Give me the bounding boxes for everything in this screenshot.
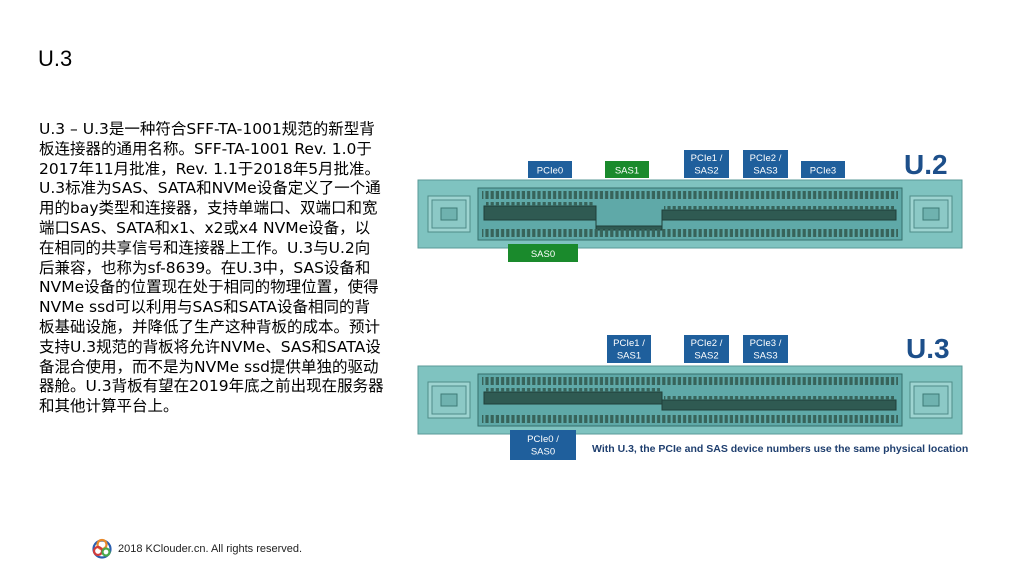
- u2-label-sas1: SAS1: [605, 161, 649, 178]
- svg-text:SAS2: SAS2: [694, 166, 718, 177]
- u3-label-pcie3: PCIe3 / SAS3: [743, 335, 788, 363]
- u2-label-pcie3: PCIe3: [801, 161, 845, 178]
- u3-connector: U.3 PCIe1 / SAS1 PCIe2 / SAS2 PCIe3 / SA…: [417, 333, 968, 460]
- svg-text:SAS1: SAS1: [615, 166, 639, 177]
- svg-text:PCIe2 /: PCIe2 /: [691, 338, 723, 349]
- svg-text:SAS0: SAS0: [531, 249, 555, 260]
- copyright-text: 2018 KClouder.cn. All rights reserved.: [118, 543, 303, 555]
- svg-text:PCIe2 /: PCIe2 /: [750, 153, 782, 164]
- slide-title: U.3: [38, 46, 73, 71]
- svg-text:PCIe0 /: PCIe0 /: [527, 434, 559, 445]
- svg-text:SAS0: SAS0: [531, 447, 555, 458]
- svg-text:SAS3: SAS3: [753, 351, 777, 362]
- u2-connector: U.2 PCIe0 SAS1 PCIe1 / SAS2 PCIe2 / SAS3…: [417, 149, 963, 262]
- u2-title: U.2: [904, 149, 948, 180]
- u2-label-pcie2: PCIe2 / SAS3: [743, 150, 788, 178]
- connector-comparison-figure: U.2 PCIe0 SAS1 PCIe1 / SAS2 PCIe2 / SAS3…: [417, 149, 968, 460]
- u3-label-pcie1: PCIe1 / SAS1: [607, 335, 651, 363]
- u2-label-pcie1: PCIe1 / SAS2: [684, 150, 729, 178]
- u3-title: U.3: [906, 333, 950, 364]
- u2-label-sas0: SAS0: [508, 244, 578, 262]
- u2-label-pcie0: PCIe0: [528, 161, 572, 178]
- svg-text:PCIe0: PCIe0: [537, 166, 563, 177]
- kclouder-logo-icon: [92, 538, 112, 559]
- svg-text:PCIe1 /: PCIe1 /: [613, 338, 645, 349]
- svg-text:PCIe3: PCIe3: [810, 166, 836, 177]
- u3-label-pcie0: PCIe0 / SAS0: [510, 430, 576, 460]
- u3-label-pcie2: PCIe2 / SAS2: [684, 335, 729, 363]
- footer: 2018 KClouder.cn. All rights reserved.: [91, 538, 302, 560]
- svg-text:PCIe3 /: PCIe3 /: [750, 338, 782, 349]
- svg-text:PCIe1 /: PCIe1 /: [691, 153, 723, 164]
- body-text: U.3 – U.3是一种符合SFF-TA-1001规范的新型背板连接器的通用名称…: [39, 120, 384, 417]
- body-paragraph: U.3 – U.3是一种符合SFF-TA-1001规范的新型背板连接器的通用名称…: [39, 120, 384, 416]
- svg-text:SAS2: SAS2: [694, 351, 718, 362]
- svg-text:SAS1: SAS1: [617, 351, 641, 362]
- svg-text:SAS3: SAS3: [753, 166, 777, 177]
- u3-caption: With U.3, the PCIe and SAS device number…: [592, 443, 968, 455]
